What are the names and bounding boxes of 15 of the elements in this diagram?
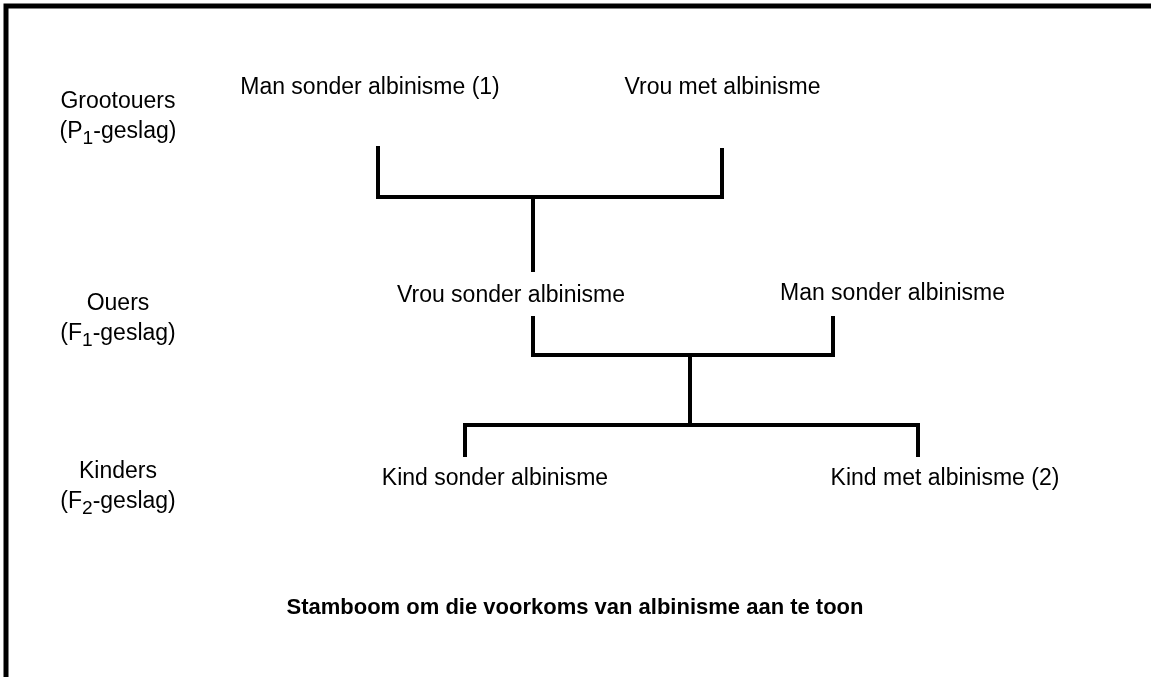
person-label: Vrou met albinisme <box>624 72 821 100</box>
person-label: Vrou sonder albinisme <box>397 280 625 308</box>
person-label: Kind met albinisme (2) <box>830 463 1060 491</box>
generation-label: (F$_{1}$-geslag) <box>60 318 176 352</box>
person-label: Man sonder albinisme <box>780 278 1005 306</box>
generation-label: (F$_{2}$-geslag) <box>60 486 176 520</box>
pedigree-line <box>688 316 920 457</box>
person-label: Kind sonder albinisme <box>381 463 609 491</box>
person-label: Man sonder albinisme (1) <box>240 72 500 100</box>
caption: Stamboom om die voorkoms van albinisme aan te toon <box>286 594 864 620</box>
generation-label: (P$_{1}$-geslag) <box>59 116 177 150</box>
generation-label: Ouers <box>86 288 150 316</box>
generation-label: Grootouers <box>60 86 176 114</box>
generation-label: Kinders <box>79 456 157 484</box>
pedigree-line <box>531 148 724 272</box>
